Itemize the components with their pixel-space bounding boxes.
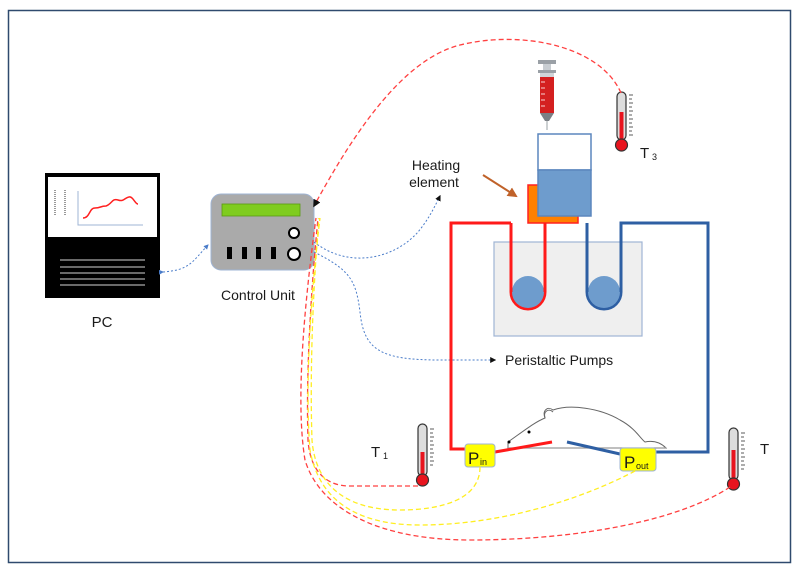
heating-element-label-line1: Heating xyxy=(412,157,460,173)
pc-chart-axes xyxy=(77,191,143,226)
t3-signal-wire xyxy=(313,38,622,208)
main-frame xyxy=(7,9,792,564)
t1-signal-wire xyxy=(306,217,418,487)
pc-screen-text xyxy=(54,190,66,215)
control-unit-display xyxy=(221,203,301,217)
pout-signal-wire xyxy=(307,217,636,526)
control-unit-knob xyxy=(288,227,300,239)
pump-right xyxy=(585,242,623,311)
t1-label-sub: 1 xyxy=(383,451,388,461)
heating-element-label-line2: element xyxy=(409,174,459,190)
pc-label: PC xyxy=(92,314,113,331)
pout-label-main: P xyxy=(624,453,635,472)
pump-roller-left xyxy=(512,276,544,308)
t-label: T xyxy=(760,441,769,458)
reservoir-fluid xyxy=(537,169,592,217)
pressure-sensor-in: P in xyxy=(464,443,496,468)
venous-cannula xyxy=(566,440,621,456)
thermometer-t3-icon xyxy=(614,91,633,152)
heating-arrow xyxy=(482,174,518,198)
pc: PC xyxy=(45,173,160,331)
mouse-icon xyxy=(507,406,668,449)
reservoir-empty xyxy=(537,133,592,171)
control-unit-label: Control Unit xyxy=(221,287,295,303)
thermometer-t1-icon xyxy=(415,423,434,487)
pc-keyboard-lines xyxy=(60,259,145,286)
t-signal-wire xyxy=(300,217,731,541)
pump-roller-right xyxy=(588,276,620,308)
t3-label-sub: 3 xyxy=(652,152,657,162)
control-unit-button xyxy=(227,247,232,259)
control-pumps-link xyxy=(313,251,497,363)
pump-left xyxy=(509,242,547,311)
control-heater-link xyxy=(313,194,441,259)
t1-label-main: T xyxy=(371,444,380,461)
control-unit: Control Unit xyxy=(210,193,315,303)
pin-signal-wire xyxy=(310,217,481,511)
control-unit-knob xyxy=(287,247,301,261)
pressure-sensor-out: P out xyxy=(619,447,657,472)
pc-control-link xyxy=(158,244,209,275)
peristaltic-pumps-label: Peristaltic Pumps xyxy=(505,352,613,368)
thermometer-t-icon xyxy=(726,427,745,491)
t3-label-main: T xyxy=(640,145,649,162)
pout-label-sub: out xyxy=(636,461,649,471)
pc-chart-line xyxy=(82,196,139,219)
pin-label-sub: in xyxy=(480,457,487,467)
pin-label-main: P xyxy=(468,449,479,468)
reservoir xyxy=(537,133,592,217)
control-unit-button xyxy=(271,247,276,259)
control-unit-button xyxy=(242,247,247,259)
control-unit-button xyxy=(256,247,261,259)
arterial-cannula xyxy=(494,440,553,454)
syringe-icon xyxy=(538,60,556,130)
